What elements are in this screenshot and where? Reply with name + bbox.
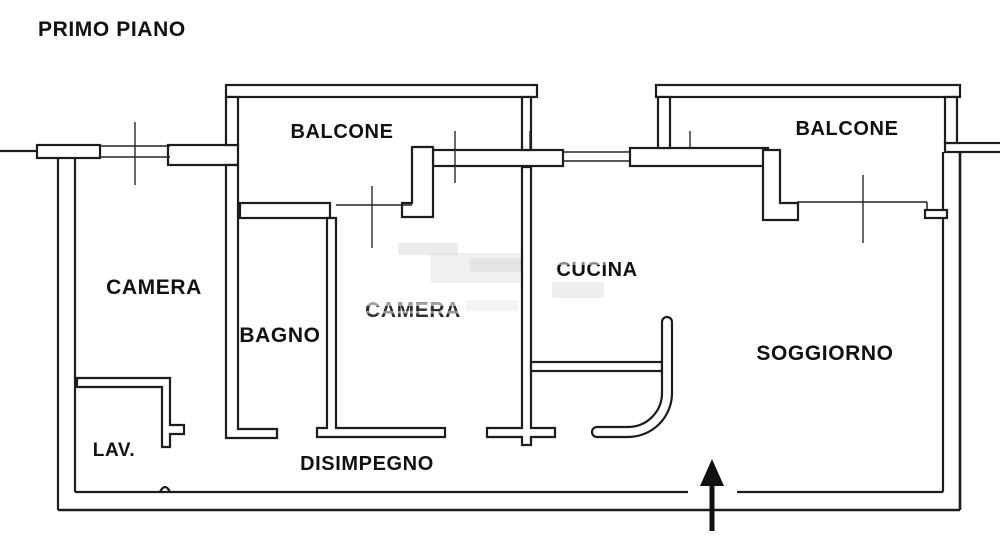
door-balcony-right-threshold <box>797 201 928 210</box>
room-label-camera-middle: CAMERA <box>365 299 461 322</box>
balcony-right-rail <box>654 83 962 99</box>
wall-top-left <box>35 143 102 160</box>
wall-right-stub <box>943 141 1000 154</box>
wall-top-camera-left <box>166 143 240 167</box>
jamb-right-balcony <box>923 208 949 220</box>
watermark-smudge <box>398 243 604 311</box>
exterior-walls <box>0 149 962 512</box>
room-label-camera-left: CAMERA <box>106 276 202 299</box>
wall-cucina-soggiorno <box>761 148 800 222</box>
windows <box>100 122 928 248</box>
wall-bagno-top <box>238 201 332 220</box>
room-label-disimpegno: DISIMPEGNO <box>300 453 434 475</box>
wall-camera-cucina <box>485 165 557 447</box>
balcony-left-sidewall-l <box>224 95 240 147</box>
wall-kitchen-peninsula <box>529 360 664 373</box>
wall-lavanderia <box>75 376 186 449</box>
balcony-left-inner-wall <box>400 145 435 219</box>
balcony-left <box>224 83 539 219</box>
plan-title: PRIMO PIANO <box>38 18 186 41</box>
label-degradation <box>360 262 607 314</box>
room-label-soggiorno: SOGGIORNO <box>756 342 893 365</box>
room-label-lavanderia: LAV. <box>93 440 136 461</box>
entrance-arrow-icon <box>700 459 724 531</box>
wall-kitchen-curved <box>590 315 674 439</box>
wall-top-camera-middle <box>431 148 565 168</box>
balcony-left-rail <box>224 83 539 99</box>
wall-top-cucina <box>628 146 770 168</box>
balcony-right-sidewall-l <box>656 95 672 150</box>
wall-camera-bagno <box>224 163 279 440</box>
room-label-balcone-left: BALCONE <box>290 121 393 143</box>
balcony-right <box>654 83 962 150</box>
room-label-bagno: BAGNO <box>239 324 320 347</box>
wall-bands <box>35 141 1000 220</box>
balcony-right-sidewall-r <box>943 95 959 145</box>
window-top-middle <box>563 151 630 162</box>
room-label-balcone-right: BALCONE <box>795 118 898 140</box>
wall-bagno-camera-middle <box>315 216 447 439</box>
interior-walls <box>75 148 800 449</box>
balcony-left-sidewall-r <box>520 95 533 152</box>
